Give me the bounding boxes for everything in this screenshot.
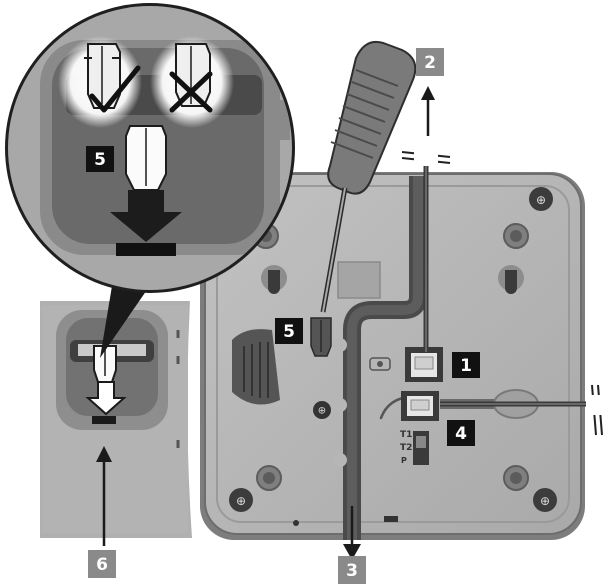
screws: ⊕ ⊕ ⊕ ⊕: [229, 187, 557, 512]
inset-magnifier: [5, 3, 295, 293]
clip-correct: [84, 43, 121, 109]
callout-1-label: 1: [460, 356, 472, 376]
checkmark-icon: [89, 65, 141, 113]
phone-base: ⊕ ⊕ ⊕ ⊕: [200, 172, 585, 540]
callout-2-label: 2: [424, 53, 436, 73]
callout-3: 3: [338, 556, 366, 584]
callout-5-main: 5: [275, 318, 303, 344]
callout-6: 6: [88, 550, 116, 578]
callout-3-label: 3: [346, 561, 358, 581]
callout-4-label: 4: [455, 424, 467, 444]
screwdriver: [320, 40, 417, 313]
svg-text:⊕: ⊕: [236, 494, 246, 508]
arrow-up-line: [421, 86, 435, 136]
callout-5-inset: 5: [86, 146, 114, 172]
switch-t1-t2: T1 T2 P: [400, 430, 429, 465]
callout-5-main-label: 5: [283, 322, 295, 342]
inset-down-arrow: [110, 190, 182, 242]
line-cable: [401, 146, 451, 352]
svg-text:⊕: ⊕: [318, 406, 326, 417]
callout-4: 4: [447, 420, 475, 446]
callout-1: 1: [452, 352, 480, 378]
handset-socket: [401, 391, 439, 421]
line-socket: [405, 347, 443, 382]
cross-icon: [169, 71, 213, 113]
svg-text:⊕: ⊕: [536, 193, 546, 207]
phone-socket-icon: [369, 357, 391, 371]
callout-5-inset-label: 5: [94, 150, 106, 170]
callout-2: 2: [416, 48, 444, 76]
keyhole-slot-right: [498, 265, 524, 294]
vent-grille: [232, 329, 280, 405]
wall-clip-side: [93, 345, 117, 383]
arrow-down-channel: [343, 506, 361, 560]
callout-6-label: 6: [96, 555, 108, 575]
handset-icon: [379, 396, 405, 420]
side-view-panel: [40, 299, 192, 538]
svg-text:⊕: ⊕: [540, 494, 550, 508]
handset-cable: [440, 384, 604, 436]
t1-mark: T1: [400, 430, 412, 440]
clip-insert: [125, 125, 167, 191]
t2-mark: T2: [400, 443, 412, 453]
side-push-arrow: [85, 381, 127, 416]
wall-clip-main: [310, 317, 332, 357]
arrow-up-side: [96, 446, 112, 546]
keyhole-slot-left: [261, 265, 287, 294]
p-mark: P: [401, 456, 407, 465]
